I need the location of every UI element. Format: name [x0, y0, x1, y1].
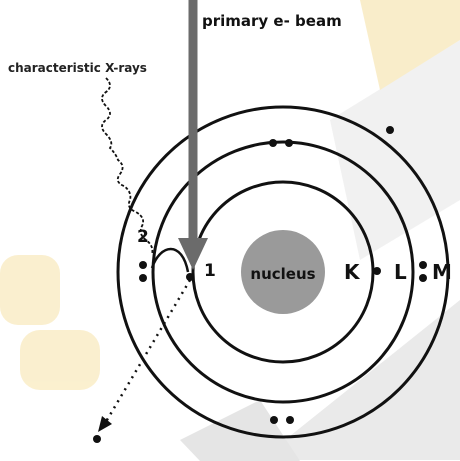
primary-beam-arrowhead	[178, 238, 208, 270]
shell-l-label: L	[394, 260, 407, 284]
electron-vacancy-1	[186, 273, 194, 281]
electron-l	[269, 139, 277, 147]
scattered-electron	[93, 435, 101, 443]
watermark-shape	[360, 0, 460, 90]
electron-l	[419, 274, 427, 282]
watermark-shape	[20, 330, 100, 390]
step-1-label: 1	[204, 261, 216, 281]
electron-l	[285, 139, 293, 147]
electron-m	[139, 274, 147, 282]
electron-m	[286, 416, 294, 424]
shell-m-label: M	[432, 260, 452, 284]
electron-l	[419, 261, 427, 269]
shell-k-label: K	[344, 260, 361, 284]
primary-beam-label: primary e- beam	[202, 12, 342, 30]
scattered-electron-path	[102, 279, 192, 426]
nucleus-label: nucleus	[250, 265, 315, 283]
watermark-shape	[260, 300, 460, 460]
watermark-shape	[0, 255, 60, 325]
shell-k-orbit	[191, 180, 375, 364]
electron-transition-path	[150, 248, 190, 273]
electron-m	[270, 416, 278, 424]
shell-l-orbit	[151, 140, 415, 404]
shell-m-orbit	[116, 105, 450, 439]
scattered-electron-arrowhead	[98, 416, 112, 432]
electron-k	[373, 267, 381, 275]
nucleus-circle	[241, 230, 325, 314]
electron-m	[139, 261, 147, 269]
characteristic-xrays-label: characteristic X-rays	[8, 61, 147, 75]
step-2-label: 2	[137, 227, 149, 247]
characteristic-xray-wave	[101, 77, 154, 255]
electron-m	[386, 126, 394, 134]
